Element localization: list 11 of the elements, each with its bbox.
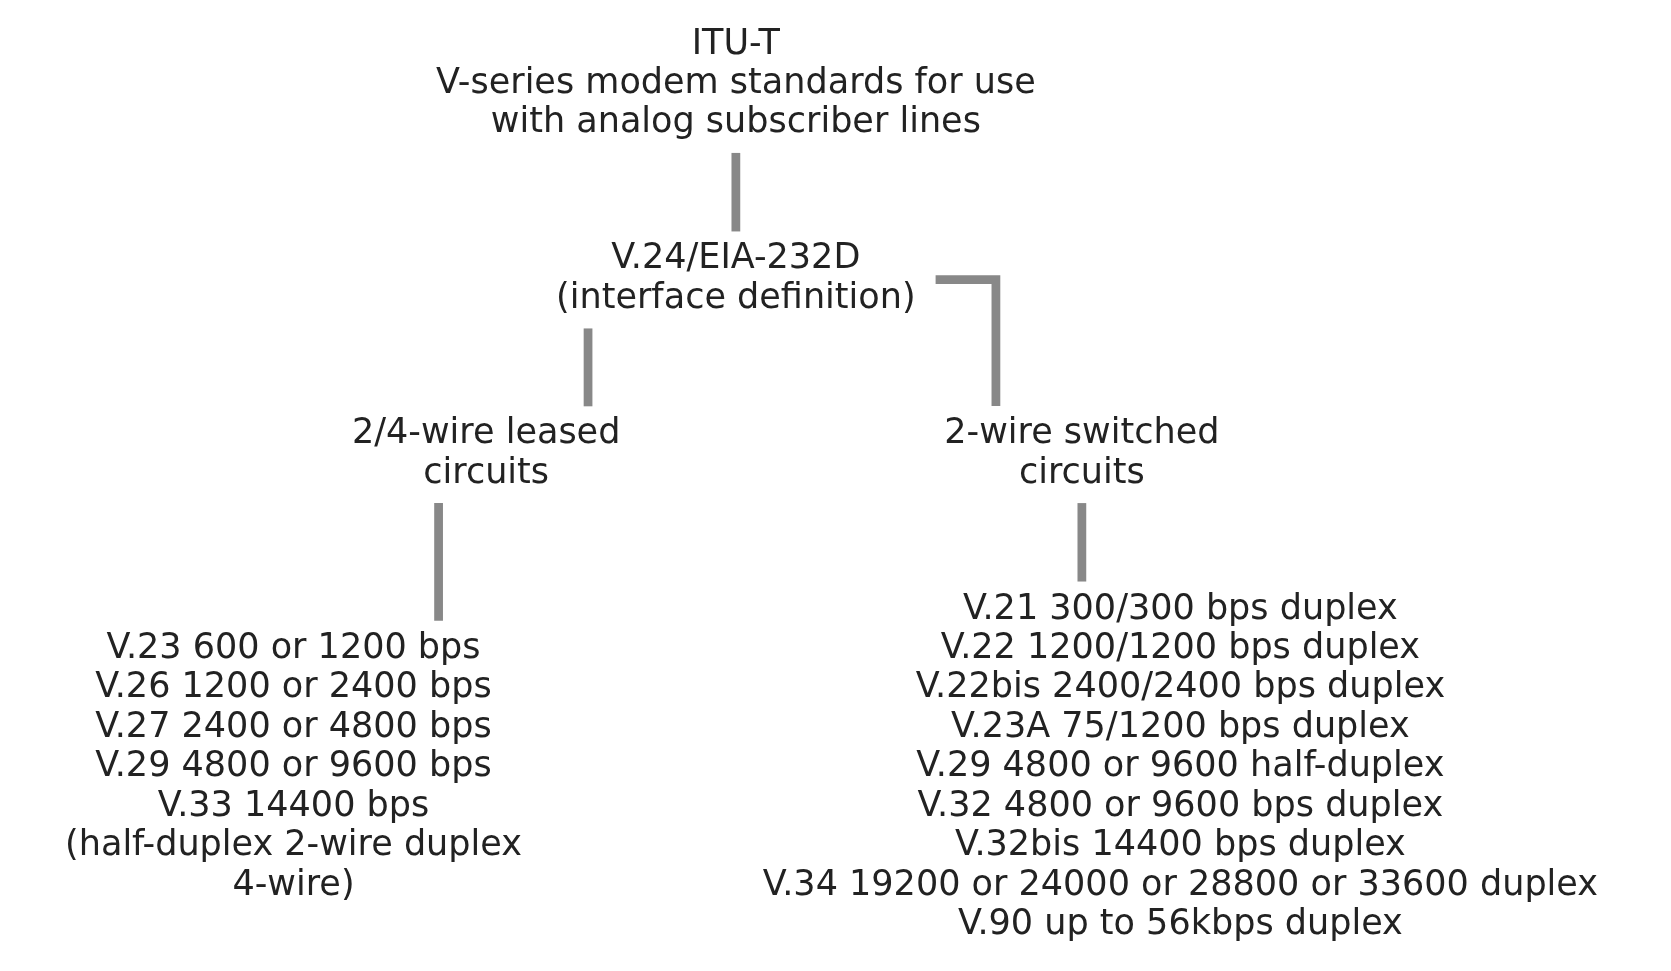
connector <box>583 328 593 407</box>
node-text: V.24/EIA-232D (interface definition) <box>556 235 916 316</box>
node-text: 2/4-wire leased circuits <box>352 410 621 491</box>
connector <box>731 152 741 232</box>
connector <box>434 503 443 621</box>
connector <box>935 275 1001 407</box>
node-text: 2-wire switched circuits <box>944 410 1220 491</box>
node-text: V.23 600 or 1200 bps V.26 1200 or 2400 bps V.27 2400 or 4800 bps V.29 4800 or 9600 bps V.33 14400 bps (half-duplex 2-wire duplex 4-wire) <box>65 625 522 903</box>
node-text: ITU-T V-series modem standards for use with analog subscriber lines <box>435 20 1036 141</box>
node-text: V.21 300/300 bps duplex V.22 1200/1200 bps duplex V.22bis 2400/2400 bps duplex V.23A 75/1200 bps duplex V.29 4800 or 9600 half-duplex V.32 4800 or 9600 bps duplex V.32bis 14400 bps duplex V.34 19200 or 24000 or 28800 or 33600 duplex V.90 up to 56kbps duplex <box>762 585 1599 942</box>
connector <box>1077 503 1087 582</box>
